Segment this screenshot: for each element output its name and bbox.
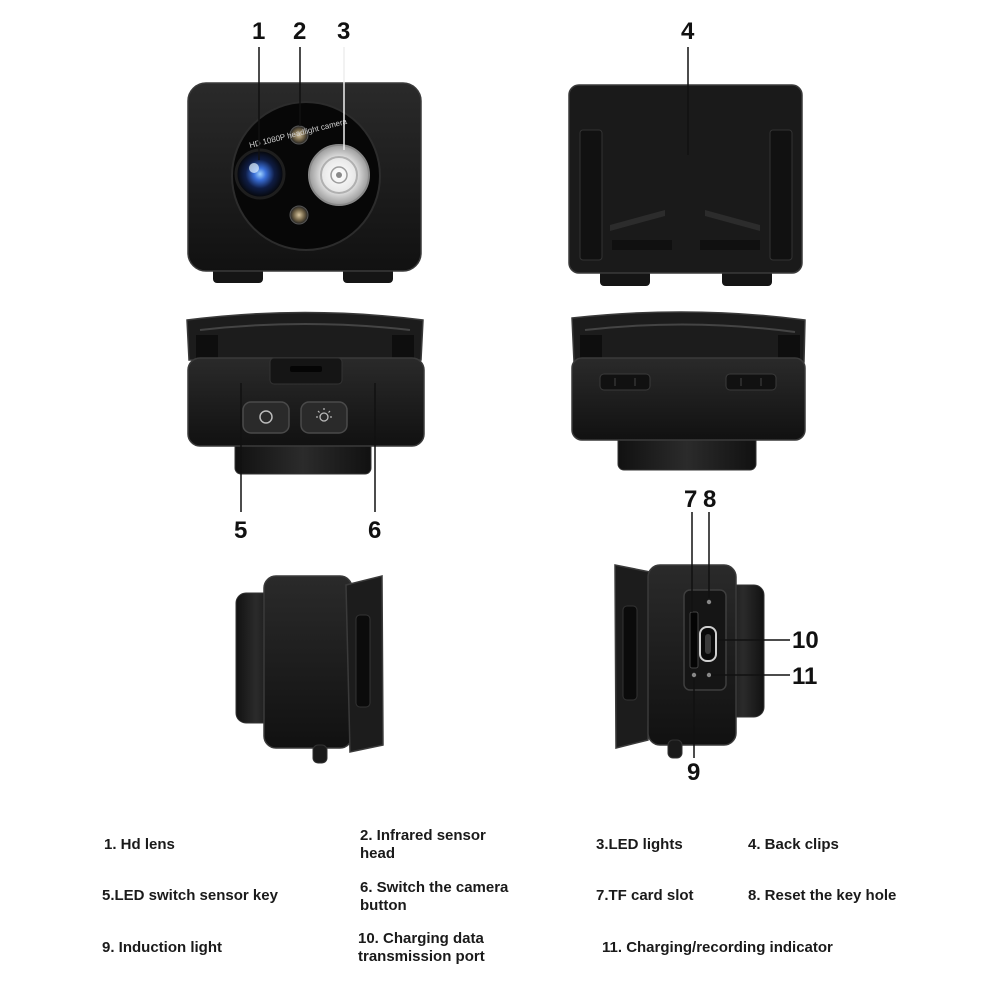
back-view: 4	[568, 18, 803, 286]
reset-key-hole	[706, 599, 712, 605]
legend-item-2: 2. Infrared sensor head	[360, 827, 486, 863]
front-view: HD 1080P headlight camera 1 2 3	[187, 18, 422, 283]
camera-switch-key	[242, 401, 290, 434]
legend-item-2-line1: 2. Infrared sensor	[360, 827, 486, 844]
infrared-sensor-top	[289, 125, 309, 145]
legend-item-10-line1: 10. Charging data	[358, 930, 484, 947]
callout-2: 2	[293, 18, 306, 45]
legend-item-1: 1. Hd lens	[104, 836, 175, 853]
callout-3: 3	[337, 18, 350, 45]
legend-item-9: 9. Induction light	[102, 939, 222, 956]
callout-6: 6	[368, 517, 381, 544]
induction-light	[691, 672, 697, 678]
tf-card-slot	[689, 611, 699, 669]
top-view-buttons: 5 6	[186, 311, 425, 544]
top-view-rear	[571, 311, 806, 471]
legend-item-2-line2: head	[360, 845, 396, 862]
legend-item-7: 7.TF card slot	[596, 887, 694, 904]
infrared-sensor-bottom	[289, 205, 309, 225]
charging-indicator	[706, 672, 712, 678]
legend-item-6-line2: button	[360, 897, 407, 914]
legend-item-10-line2: transmission port	[358, 948, 485, 965]
callout-7: 7	[684, 486, 697, 513]
legend-item-3: 3.LED lights	[596, 836, 683, 853]
lens-ring	[231, 101, 381, 251]
back-clip-plate	[568, 84, 803, 274]
legend-item-5: 5.LED switch sensor key	[102, 887, 278, 904]
legend-item-4: 4. Back clips	[748, 836, 839, 853]
led-switch-key	[300, 401, 348, 434]
callout-10: 10	[792, 627, 819, 654]
legend-item-6: 6. Switch the camera button	[360, 879, 508, 915]
hd-lens	[234, 148, 286, 200]
callout-9: 9	[687, 759, 700, 786]
callout-1: 1	[252, 18, 265, 45]
callout-11: 11	[792, 663, 817, 690]
side-view-left	[235, 575, 384, 764]
legend-item-10: 10. Charging data transmission port	[358, 930, 485, 966]
callout-4: 4	[681, 18, 695, 45]
side-view-right: 7 8 10 11 9	[614, 486, 819, 786]
callout-5: 5	[234, 517, 247, 544]
callout-8: 8	[703, 486, 716, 513]
legend-item-6-line1: 6. Switch the camera	[360, 879, 509, 896]
legend-item-11: 11. Charging/recording indicator	[602, 939, 833, 956]
legend-item-8: 8. Reset the key hole	[748, 887, 897, 904]
